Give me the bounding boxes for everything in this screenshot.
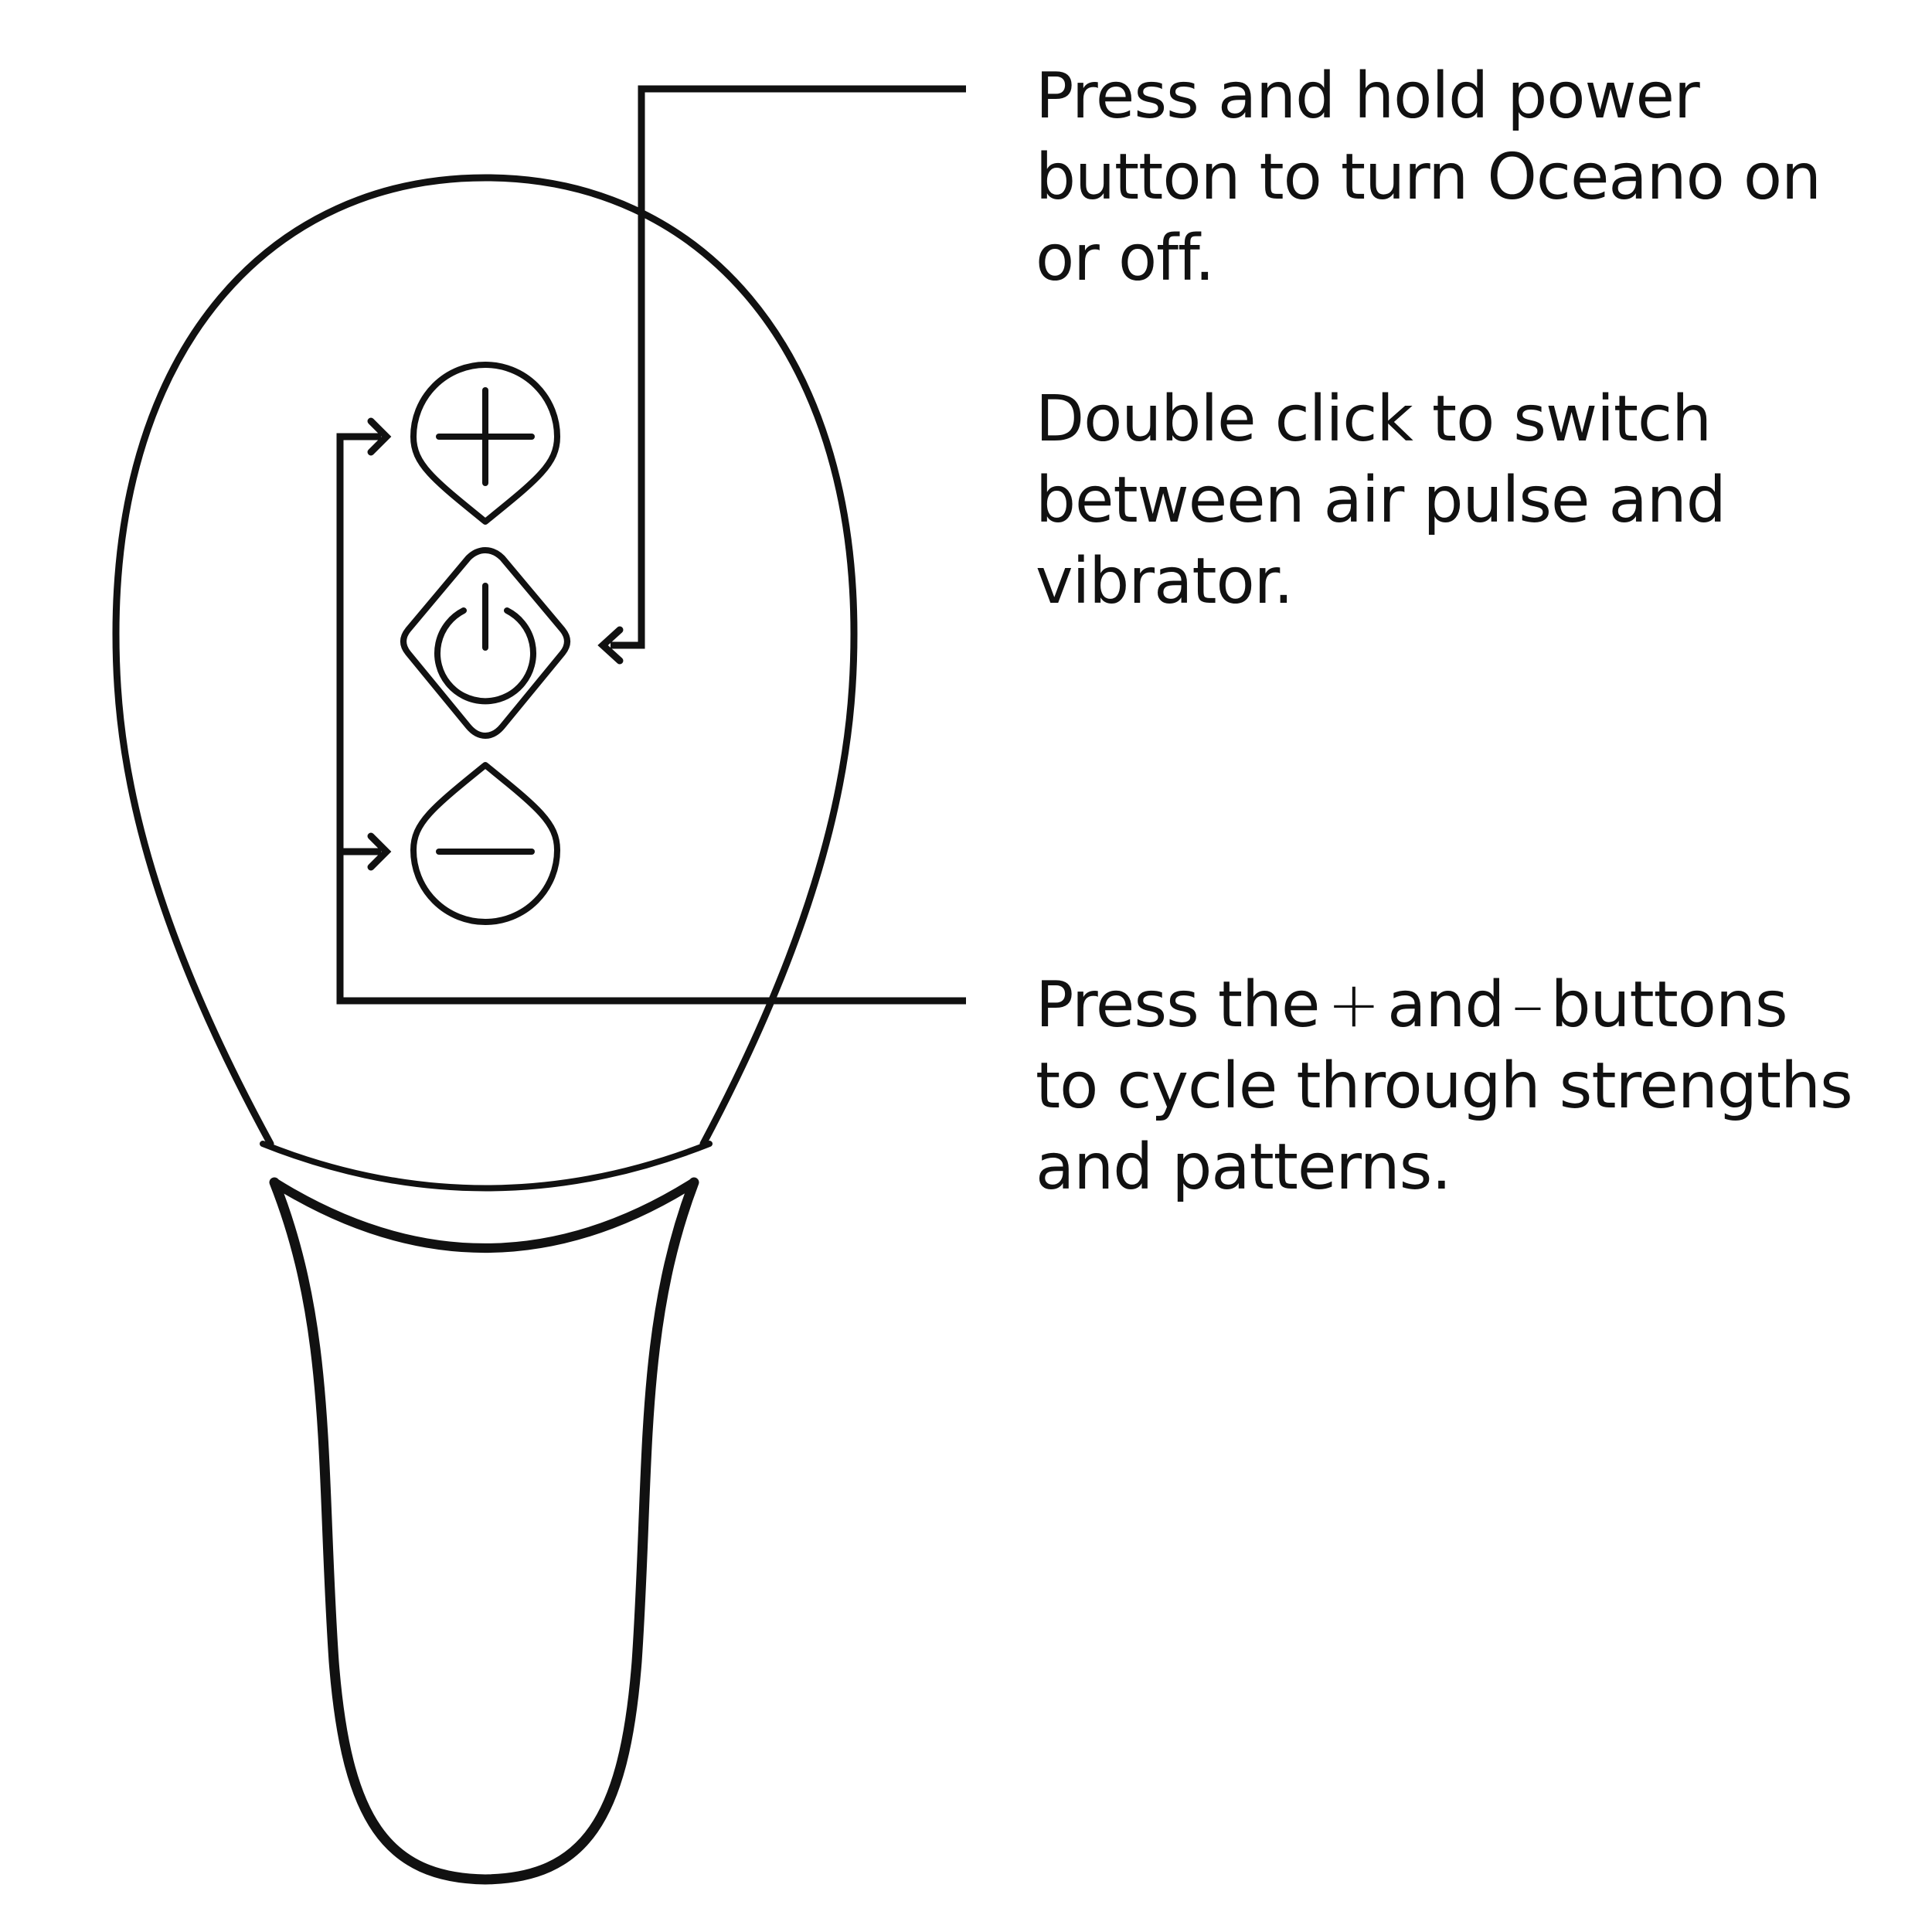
plus-arrow-head (367, 417, 392, 456)
power-arrow-head (597, 626, 624, 665)
plus-button-outline (410, 362, 560, 525)
level-leader-line (336, 417, 966, 1005)
power-caption: Press and hold power button to turn Ocea… (1036, 56, 1821, 299)
minus-button[interactable] (410, 762, 560, 925)
mode-caption-line-1: Double click to switch (1036, 383, 1712, 456)
mode-caption-line-2: between air pulse and (1036, 464, 1726, 537)
minus-arrow-head (367, 832, 392, 871)
level-caption: Press the+and–buttons to cycle through s… (1036, 964, 1853, 1208)
level-caption-line-3: and patterns. (1036, 1131, 1451, 1204)
power-caption-line-1: Press and hold power (1036, 60, 1700, 133)
device-collar-bottom (270, 1178, 699, 1253)
device-head-outline (112, 174, 858, 1148)
device-handle-outline (269, 1177, 699, 1885)
power-icon (434, 583, 536, 705)
plus-icon (436, 387, 535, 486)
power-leader-line (597, 85, 966, 665)
power-button[interactable] (400, 547, 570, 739)
power-caption-line-2: button to turn Oceano on (1036, 141, 1821, 214)
plus-button[interactable] (410, 362, 560, 525)
minus-button-outline (410, 762, 560, 925)
level-caption-press-the: Press the (1036, 968, 1320, 1042)
device-collar-top (260, 1141, 713, 1192)
level-caption-and: and (1387, 968, 1505, 1042)
level-caption-line-1: Press the+and–buttons (1036, 964, 1852, 1046)
level-caption-buttons: buttons (1550, 968, 1787, 1042)
power-caption-line-3: or off. (1036, 222, 1215, 295)
power-button-outline (400, 547, 570, 739)
level-caption-minus-symbol: – (1512, 968, 1543, 1042)
mode-caption-line-3: vibrator. (1036, 545, 1294, 618)
level-caption-plus-symbol: + (1327, 968, 1380, 1042)
level-caption-line-2: to cycle through strengths (1036, 1049, 1853, 1123)
mode-caption: Double click to switch between air pulse… (1036, 379, 1726, 622)
